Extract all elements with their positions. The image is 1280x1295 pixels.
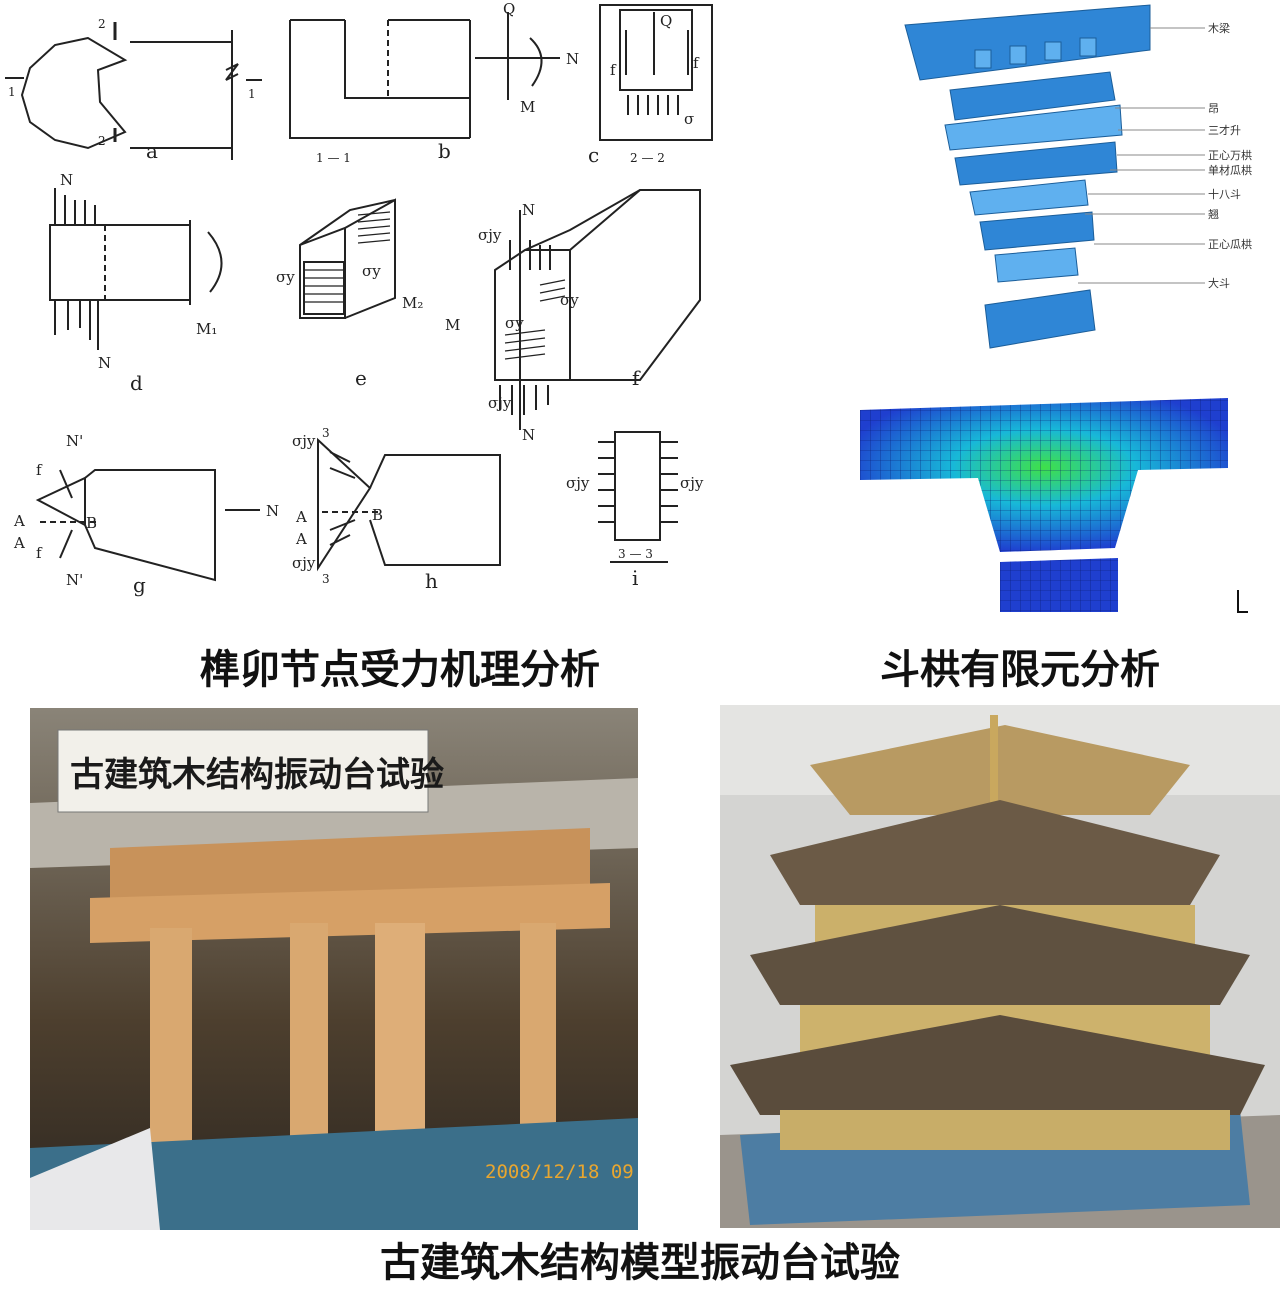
subfig-label-e: e <box>355 366 367 390</box>
symbol-q-b: Q <box>503 0 515 18</box>
symbol-sigma-y-right-e: σy <box>362 262 381 280</box>
subfig-label-d: d <box>130 371 143 395</box>
photo-shaking-table-frame-svg: 古建筑木结构振动台试验 2008/12/18 09 <box>30 708 638 1230</box>
fem-part-label-7: 翘 <box>1208 208 1219 221</box>
symbol-a-top-h: A <box>295 508 307 526</box>
symbol-b-h: B <box>372 506 383 524</box>
fem-part-label-5: 单材瓜栱 <box>1208 163 1252 177</box>
section-mark-2-bottom: 2 <box>98 134 106 148</box>
symbol-f-right-c: f <box>693 54 700 72</box>
section-mark-1-left: 1 <box>8 85 16 99</box>
symbol-m1-d: M₁ <box>196 320 217 338</box>
symbol-sigma-jy-top-h: σjy <box>292 432 316 450</box>
fem-part-label-8: 正心瓜栱 <box>1208 237 1252 251</box>
dougong-fem-svg: 木梁 昂 三才升 正心万栱 单材瓜栱 十八斗 翘 正心瓜栱 大斗 <box>860 4 1252 613</box>
photo-pagoda-model-svg <box>720 705 1280 1228</box>
symbol-sigma-y-inner-f: σy <box>505 314 524 332</box>
symbol-sigma-jy-bottom-h: σjy <box>292 554 316 572</box>
symbol-f-top-g: f <box>36 461 43 479</box>
subfig-label-g: g <box>133 573 146 597</box>
subfig-label-h: h <box>425 569 438 593</box>
joint-mechanism-svg: a b c d e f g h i 2 2 1 1 1 — 1 2 — 2 3 … <box>5 0 713 597</box>
symbol-a-bottom-h: A <box>295 530 307 548</box>
symbol-n-top-d: N <box>60 171 73 189</box>
symbol-sigma-jy-left-i: σjy <box>566 474 590 492</box>
caption-joint-analysis: 榫卯节点受力机理分析 <box>200 647 600 693</box>
symbol-sigma-jy-bottom-f: σjy <box>488 394 512 412</box>
symbol-n-g: N <box>266 502 279 520</box>
symbol-sigma-y-f: σy <box>560 291 579 309</box>
symbol-a-top-g: A <box>13 512 25 530</box>
caption-fem-analysis: 斗栱有限元分析 <box>880 647 1160 693</box>
photo-timestamp: 2008/12/18 09 <box>485 1161 634 1183</box>
fem-part-label-9: 大斗 <box>1208 276 1230 290</box>
fem-part-label-1: 木梁 <box>1208 21 1230 35</box>
symbol-sigma-y-left-e: σy <box>276 268 295 286</box>
section-label-2-2: 2 — 2 <box>630 151 665 165</box>
section-mark-1-right: 1 <box>248 87 256 101</box>
symbol-f-left-c: f <box>610 61 617 79</box>
section-label-3-3: 3 — 3 <box>618 547 653 561</box>
joint-mechanism-diagram: a b c d e f g h i 2 2 1 1 1 — 1 2 — 2 3 … <box>0 0 720 640</box>
caption-shaking-table: 古建筑木结构模型振动台试验 <box>380 1240 900 1286</box>
symbol-m-f: M <box>445 316 460 334</box>
subfig-label-c: c <box>588 143 599 167</box>
subfig-label-i: i <box>632 566 638 590</box>
fem-part-label-3: 三才升 <box>1208 123 1241 137</box>
subfig-label-a: a <box>146 139 158 163</box>
photo-banner-text: 古建筑木结构振动台试验 <box>70 755 444 795</box>
symbol-n-prime-bottom-g: N' <box>66 571 83 589</box>
photo-pagoda-model <box>720 705 1280 1228</box>
section-mark-2-top: 2 <box>98 17 106 31</box>
symbol-n-prime-top-g: N' <box>66 432 83 450</box>
section-label-1-1: 1 — 1 <box>316 151 351 165</box>
fem-part-label-2: 昂 <box>1208 102 1219 115</box>
symbol-q-c: Q <box>660 12 672 30</box>
fem-part-label-6: 十八斗 <box>1208 187 1241 201</box>
symbol-sigma-jy-top-f: σjy <box>478 226 502 244</box>
dougong-fem-figure: 木梁 昂 三才升 正心万栱 单材瓜栱 十八斗 翘 正心瓜栱 大斗 <box>860 0 1280 640</box>
symbol-n-top-f: N <box>522 201 535 219</box>
subfig-label-f: f <box>632 366 641 390</box>
symbol-b-g: B <box>86 514 97 532</box>
symbol-n-bottom-d: N <box>98 354 111 372</box>
fem-stress-mesh <box>860 398 1228 612</box>
fem-part-label-4: 正心万栱 <box>1208 148 1252 162</box>
symbol-m-b: M <box>520 98 535 116</box>
section-mark-3-bottom: 3 <box>322 572 330 586</box>
symbol-sigma-c: σ <box>684 110 694 128</box>
symbol-sigma-jy-right-i: σjy <box>680 474 704 492</box>
symbol-n-bottom-f: N <box>522 426 535 444</box>
symbol-m2-e: M₂ <box>402 294 423 312</box>
symbol-n-b: N <box>566 50 579 68</box>
symbol-a-bottom-g: A <box>13 534 25 552</box>
photo-shaking-table-frame: 古建筑木结构振动台试验 2008/12/18 09 <box>30 708 638 1230</box>
subfig-label-b: b <box>438 139 451 163</box>
symbol-f-bottom-g: f <box>36 544 43 562</box>
section-mark-3-top: 3 <box>322 426 330 440</box>
